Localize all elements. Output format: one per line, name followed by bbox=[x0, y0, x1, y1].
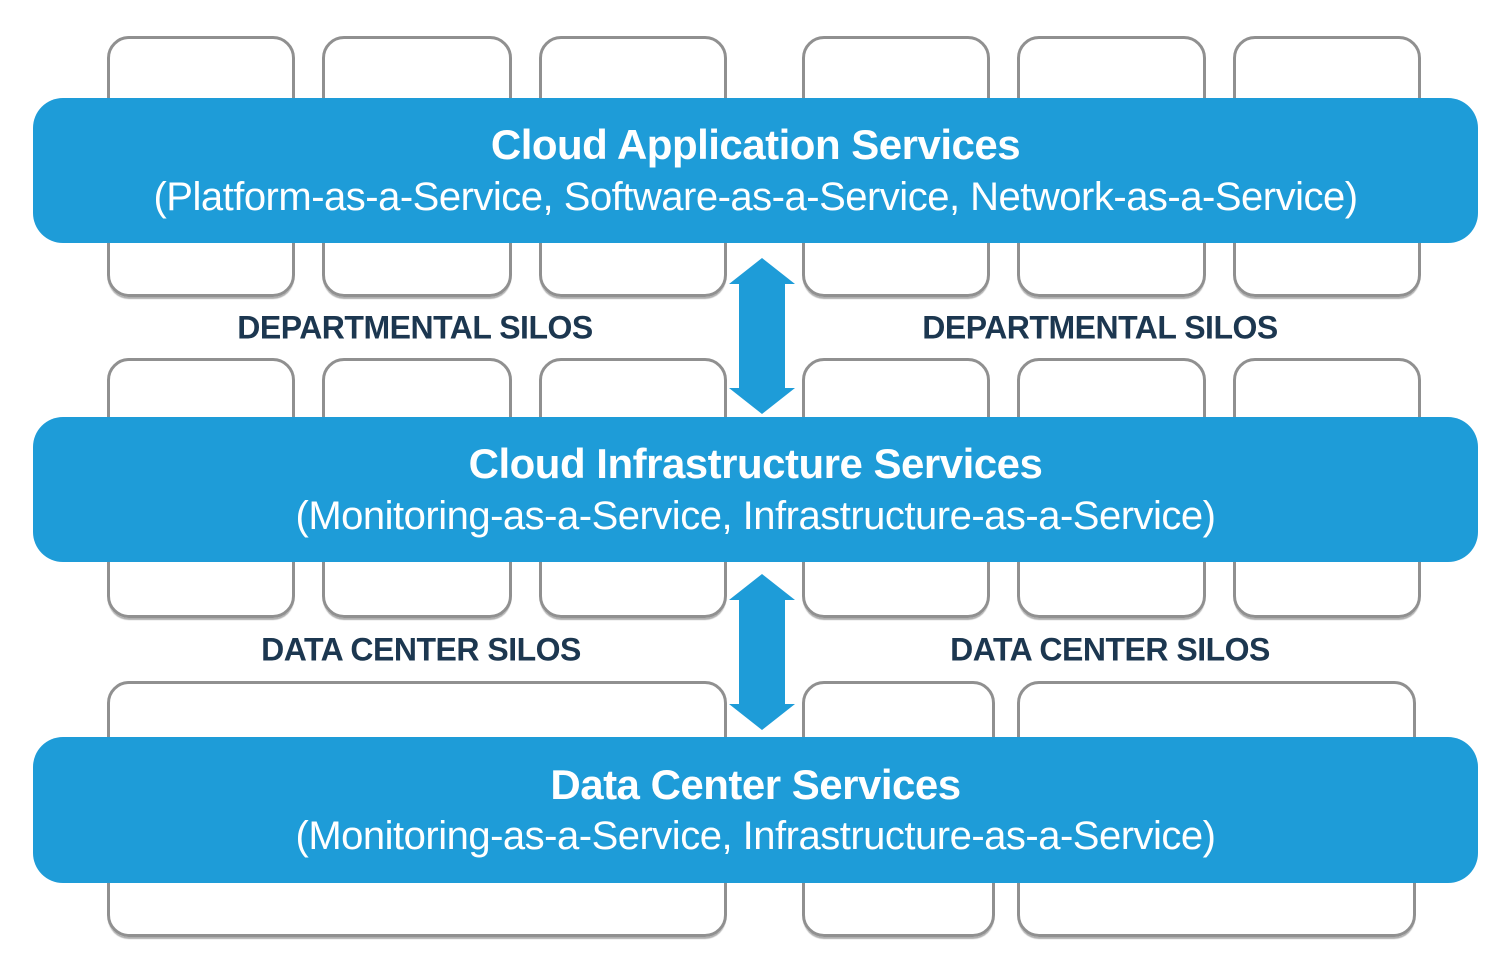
band-title: Cloud Application Services bbox=[490, 121, 1021, 169]
band-subtitle: (Platform-as-a-Service, Software-as-a-Se… bbox=[153, 174, 1358, 219]
band-title: Cloud Infrastructure Services bbox=[468, 440, 1043, 488]
silo-label: DATA CENTER SILOS bbox=[261, 631, 581, 668]
band-subtitle: (Monitoring-as-a-Service, Infrastructure… bbox=[295, 493, 1216, 538]
band-cloud-infrastructure-services: Cloud Infrastructure Services (Monitorin… bbox=[33, 417, 1478, 562]
silo-label: DEPARTMENTAL SILOS bbox=[237, 309, 593, 346]
band-title: Data Center Services bbox=[550, 760, 961, 808]
band-data-center-services: Data Center Services (Monitoring-as-a-Se… bbox=[33, 737, 1478, 883]
double-vertical-arrow-icon bbox=[729, 258, 795, 414]
silo-label: DEPARTMENTAL SILOS bbox=[922, 309, 1278, 346]
double-vertical-arrow-icon bbox=[729, 574, 795, 730]
band-cloud-application-services: Cloud Application Services (Platform-as-… bbox=[33, 98, 1478, 243]
band-subtitle: (Monitoring-as-a-Service, Infrastructure… bbox=[295, 814, 1216, 859]
silo-label: DATA CENTER SILOS bbox=[950, 631, 1270, 668]
